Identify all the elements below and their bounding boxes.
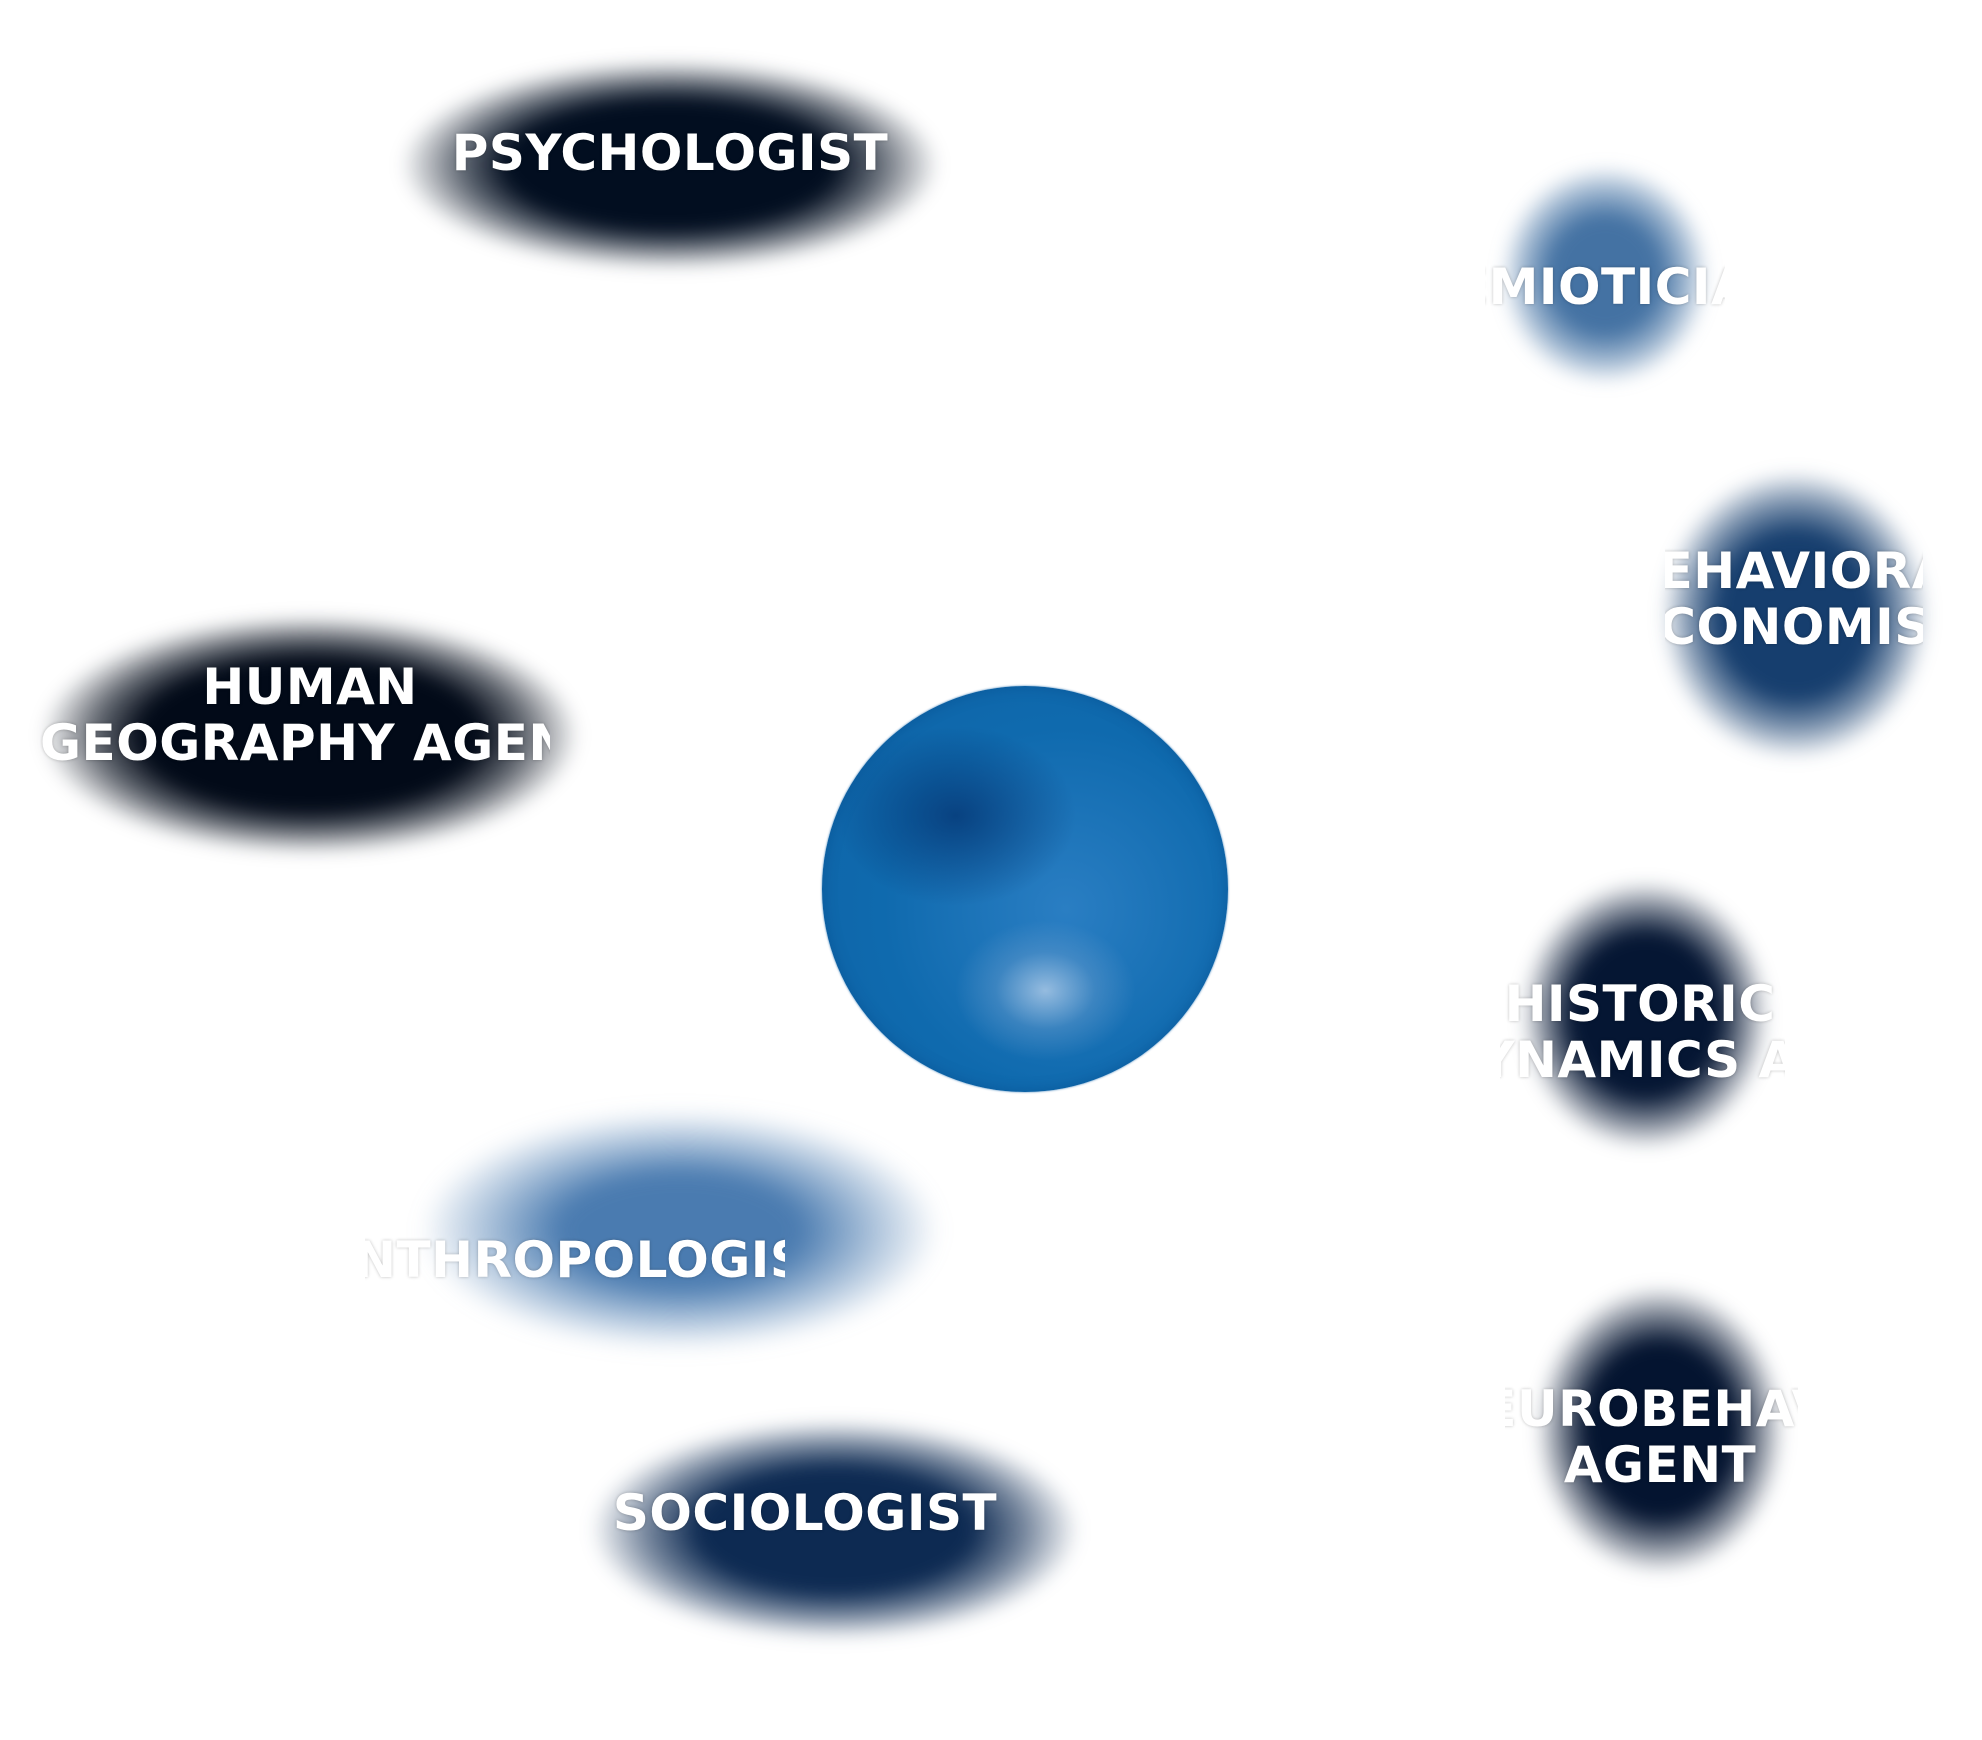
agent-label-historic-dynamics-agent: HISTORIC DYNAMICS AGENT <box>1440 975 1951 1089</box>
agent-label-psychologist: PSYCHOLOGIST <box>420 125 920 181</box>
agent-label-neurobehavior-agent: NEUROBEHAVIOR AGENT <box>1440 1380 1932 1494</box>
agent-node-semiotician <box>1500 165 1710 385</box>
agent-label-line: DYNAMICS AGENT <box>1440 1031 1951 1089</box>
agent-label-line: BEHAVIORAL <box>1620 542 1982 600</box>
agent-node-sociologist <box>590 1420 1080 1640</box>
central-hub-sphere <box>822 686 1228 1092</box>
agent-label-behavioral-economist: BEHAVIORAL ECONOMIST <box>1620 542 1982 656</box>
agent-label-line: HUMAN <box>202 658 418 716</box>
agent-label-line: SEMIOTICIAN <box>1417 258 1793 316</box>
agent-label-semiotician: SEMIOTICIAN <box>1417 258 1793 316</box>
agent-label-sociologist: SOCIOLOGIST <box>585 1485 1025 1541</box>
agent-node-behavioral-economist <box>1660 470 1930 760</box>
agent-label-line: SOCIOLOGIST <box>612 1484 998 1542</box>
agent-label-line: GEOGRAPHY AGENT <box>40 714 606 772</box>
agent-label-line: ANTHROPOLOGIST <box>315 1231 841 1289</box>
agent-node-psychologist <box>400 60 940 270</box>
agent-label-line: PSYCHOLOGIST <box>451 124 889 182</box>
agent-node-neurobehavior-agent <box>1535 1285 1785 1575</box>
agent-node-anthropologist <box>420 1110 940 1350</box>
agent-label-anthropologist: ANTHROPOLOGIST <box>315 1231 841 1289</box>
agent-node-historic-dynamics-agent <box>1520 880 1770 1150</box>
agent-node-human-geography-agent <box>40 615 580 855</box>
agent-label-line: NEUROBEHAVIOR <box>1440 1380 1932 1438</box>
agent-label-human-geography-agent: HUMAN GEOGRAPHY AGENT <box>40 658 606 772</box>
agent-label-line: AGENT <box>1563 1436 1757 1494</box>
agent-label-line: ECONOMIST <box>1624 598 1966 656</box>
agent-label-line: HISTORIC <box>1504 975 1776 1033</box>
